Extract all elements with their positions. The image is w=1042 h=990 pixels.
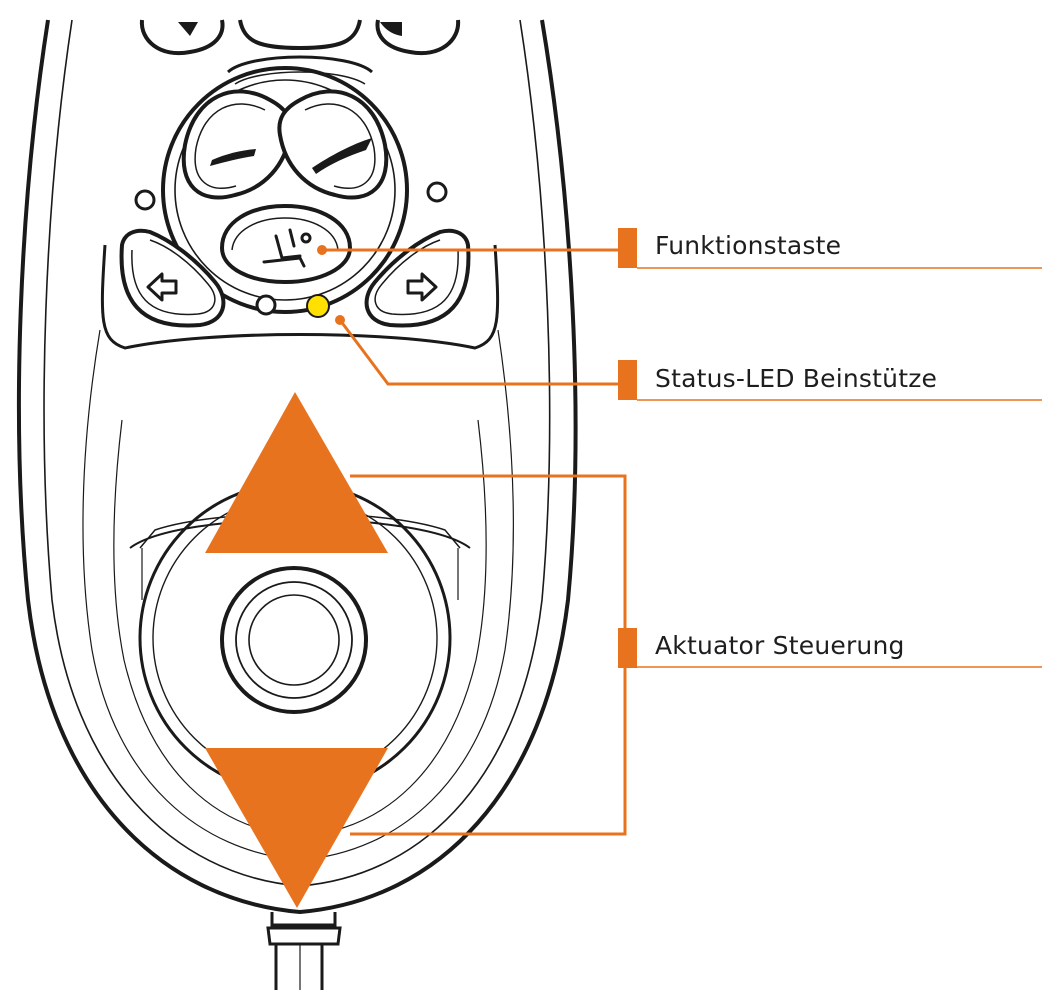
status-led: [306, 294, 330, 318]
seat-tilt-left-button[interactable]: [181, 89, 293, 200]
callout-dots: [317, 245, 345, 325]
down-triangle-icon[interactable]: [205, 748, 388, 908]
status-led-label: Status-LED Beinstütze: [655, 364, 938, 393]
function-key-label: Funktionstaste: [655, 231, 842, 260]
button-ring: [161, 66, 409, 314]
left-arrow-button[interactable]: [119, 228, 226, 328]
callout-markers: [618, 228, 637, 668]
right-arrow-button[interactable]: [364, 228, 471, 328]
control-panel: [100, 55, 500, 350]
plus-slant-icon: [312, 138, 372, 174]
actuator-control-label: Aktuator Steuerung: [655, 631, 905, 660]
indicator-dots: [134, 181, 448, 316]
top-buttons: [139, 19, 461, 56]
callout-connector-rules: [637, 267, 1042, 668]
left-arrow-icon: [146, 272, 178, 302]
up-triangle-icon[interactable]: [205, 392, 388, 553]
cable: [266, 912, 342, 990]
function-button[interactable]: [219, 203, 353, 285]
seat-icon: [262, 228, 312, 268]
right-arrow-icon: [406, 272, 438, 302]
joystick-knob[interactable]: [220, 566, 368, 714]
minus-slant-icon: [210, 149, 256, 166]
seat-tilt-right-button[interactable]: [277, 89, 389, 200]
